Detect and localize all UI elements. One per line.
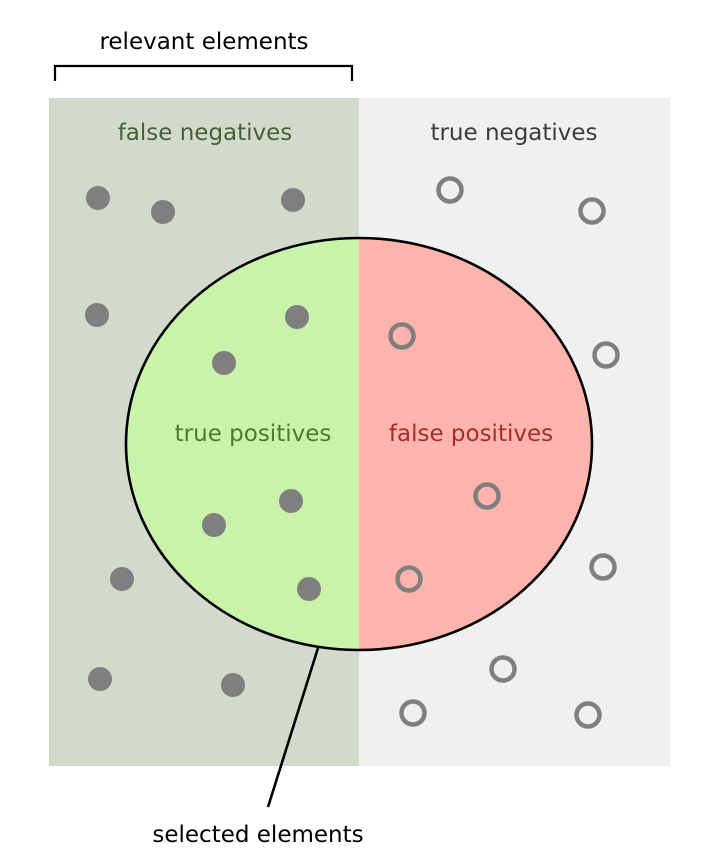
- irrelevant-ring: [436, 176, 464, 204]
- false-negatives-label: false negatives: [118, 120, 293, 146]
- selected-pointer-line: [266, 647, 320, 808]
- false-positive-region: [359, 238, 592, 650]
- true-negatives-label: true negatives: [430, 120, 597, 146]
- relevant-dot: [297, 577, 321, 601]
- irrelevant-ring: [399, 699, 427, 727]
- relevant-dots: [85, 186, 321, 697]
- irrelevant-ring: [574, 701, 602, 729]
- relevant-dot: [212, 351, 236, 375]
- irrelevant-ring: [578, 197, 606, 225]
- relevant-elements-label: relevant elements: [99, 29, 308, 55]
- true-positive-region: [126, 238, 359, 650]
- irrelevant-ring: [592, 341, 620, 369]
- relevant-dot: [221, 673, 245, 697]
- true-positives-label: true positives: [175, 421, 332, 447]
- relevant-dot: [86, 186, 110, 210]
- relevant-dot: [281, 188, 305, 212]
- relevant-dot: [279, 489, 303, 513]
- irrelevant-ring: [388, 322, 416, 350]
- relevant-dot: [110, 567, 134, 591]
- relevant-dot: [85, 303, 109, 327]
- irrelevant-rings: [388, 176, 620, 729]
- relevant-dot: [285, 305, 309, 329]
- irrelevant-ring: [589, 553, 617, 581]
- selected-ellipse-outline: [124, 236, 594, 652]
- selected-elements-label: selected elements: [152, 822, 363, 848]
- relevant-dot: [202, 513, 226, 537]
- false-positives-label: false positives: [389, 421, 553, 447]
- irrelevant-ring: [473, 482, 501, 510]
- irrelevant-ring: [395, 565, 423, 593]
- relevant-dot: [151, 200, 175, 224]
- relevant-dot: [88, 667, 112, 691]
- relevant-bracket: [53, 64, 354, 81]
- irrelevant-ring: [489, 655, 517, 683]
